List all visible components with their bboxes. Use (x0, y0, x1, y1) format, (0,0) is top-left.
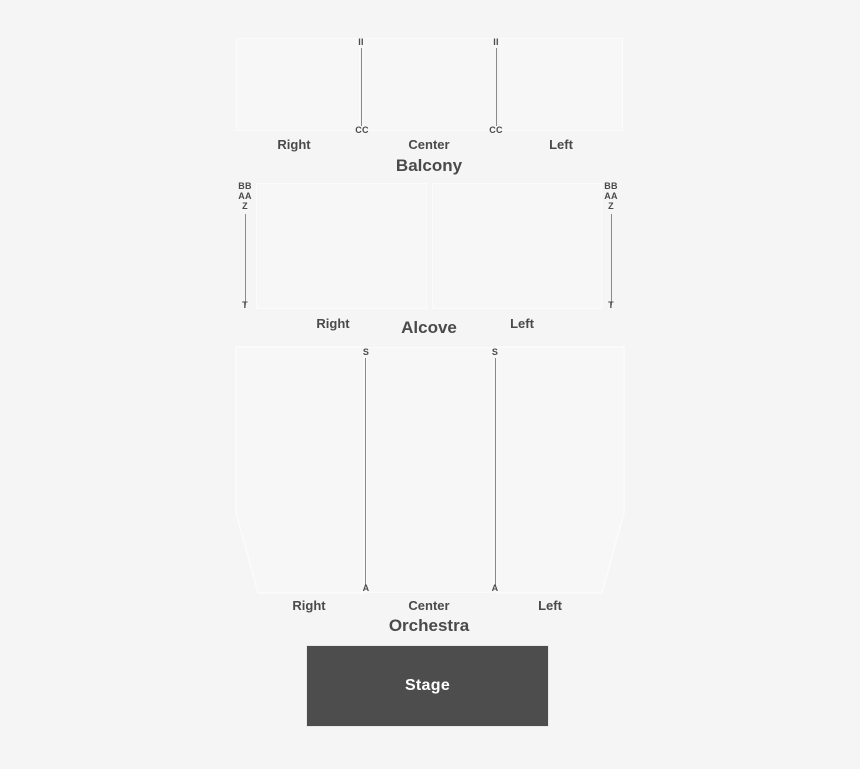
balcony-row-label-top-right: II (358, 37, 364, 47)
balcony-subsection-center-label: Center (408, 137, 450, 152)
orchestra-section-label: Orchestra (388, 616, 470, 635)
orchestra-row-marker-line-left (495, 358, 496, 586)
balcony-section-label: Balcony (395, 156, 463, 175)
balcony-row-label-bottom-right: CC (355, 125, 369, 135)
alcove-row-label-aa-right: AA (238, 191, 252, 201)
orchestra-row-label-bottom-left: A (491, 583, 499, 593)
balcony-row-marker-line-left (496, 48, 497, 126)
orchestra-row-marker-line-right (365, 358, 366, 586)
orchestra-subsection-right-label: Right (292, 598, 326, 613)
balcony-row-label-top-left: II (493, 37, 499, 47)
alcove-row-label-t-left: T (608, 300, 614, 310)
alcove-row-marker-line-left (611, 214, 612, 305)
balcony-row-label-bottom-left: CC (489, 125, 503, 135)
orchestra-row-label-top-right: S (362, 347, 370, 357)
alcove-subsection-right-label: Right (316, 316, 350, 331)
alcove-row-label-bb-right: BB (238, 181, 252, 191)
alcove-row-marker-line-right (245, 214, 246, 305)
orchestra-row-label-bottom-right: A (362, 583, 370, 593)
alcove-right-panel[interactable] (256, 183, 427, 309)
alcove-left-panel[interactable] (432, 183, 602, 309)
balcony-subsection-left-label: Left (549, 137, 573, 152)
stage: Stage (306, 645, 549, 727)
orchestra-center-panel[interactable] (366, 347, 494, 593)
orchestra-subsection-left-label: Left (538, 598, 562, 613)
balcony-right-panel[interactable] (236, 38, 360, 131)
alcove-section-label: Alcove (401, 318, 457, 337)
alcove-row-label-aa-left: AA (604, 191, 618, 201)
alcove-row-label-z-left: Z (608, 201, 614, 211)
stage-label: Stage (404, 677, 451, 694)
balcony-left-panel[interactable] (500, 38, 623, 131)
orchestra-left-panel[interactable] (495, 346, 625, 594)
alcove-row-label-bb-left: BB (604, 181, 618, 191)
balcony-center-panel[interactable] (363, 38, 497, 131)
alcove-row-label-t-right: T (242, 300, 248, 310)
orchestra-row-label-top-left: S (491, 347, 499, 357)
balcony-row-marker-line-right (361, 48, 362, 126)
balcony-subsection-right-label: Right (277, 137, 311, 152)
alcove-row-label-z-right: Z (242, 201, 248, 211)
alcove-subsection-left-label: Left (510, 316, 534, 331)
orchestra-right-panel[interactable] (235, 346, 365, 594)
orchestra-subsection-center-label: Center (408, 598, 450, 613)
